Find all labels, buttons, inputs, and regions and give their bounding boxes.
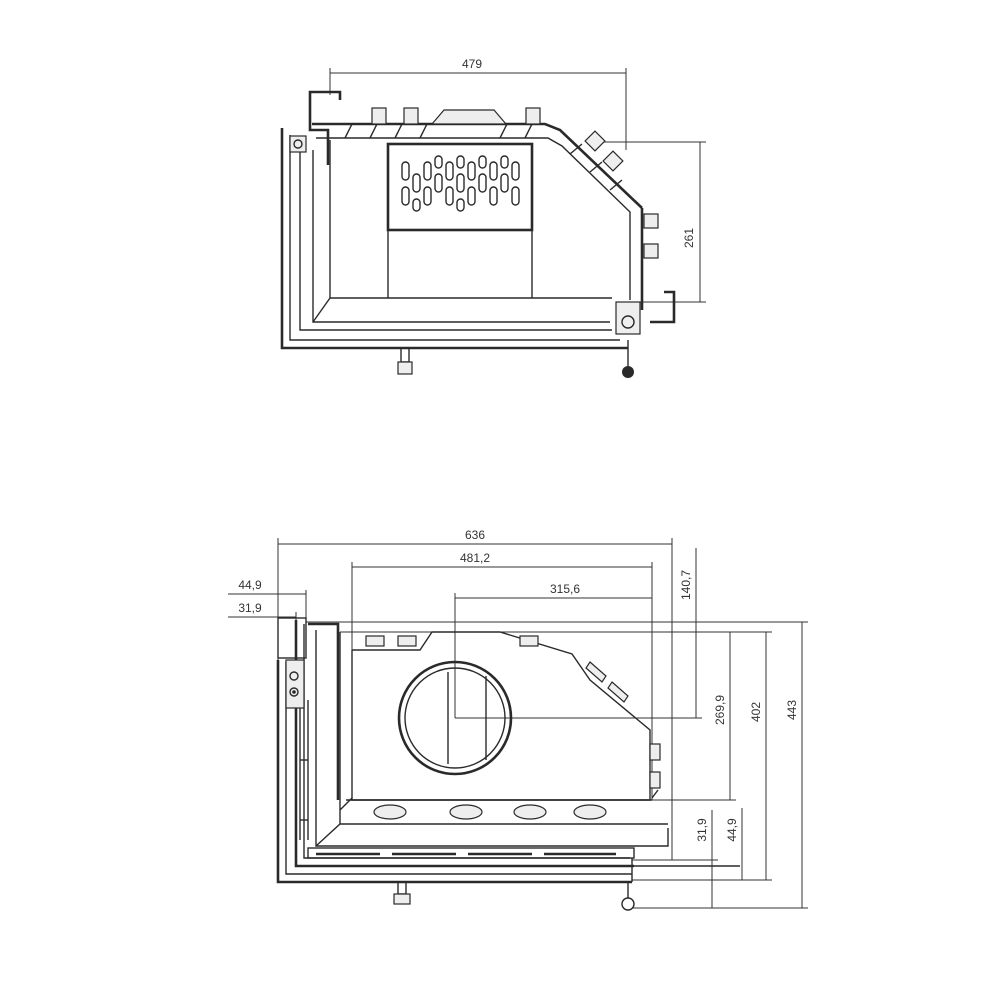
top-nub [525, 107, 541, 125]
dim-label-140-7: 140,7 [679, 570, 693, 600]
dimension-479: 479 [329, 57, 627, 150]
chamber-nub [365, 635, 385, 647]
front-view-body [276, 617, 740, 911]
chamber-nub [607, 681, 629, 703]
door-latch [285, 659, 305, 709]
dim-label-261: 261 [682, 228, 696, 248]
dimension-left-31-9: 31,9 [228, 601, 297, 626]
top-nub [371, 107, 387, 125]
grate-panel [386, 142, 534, 232]
dimension-315-6: 315,6 [454, 582, 652, 718]
dim-label-bottom-31-9: 31,9 [695, 818, 709, 842]
dim-label-443: 443 [785, 700, 799, 720]
dimension-bottom-44-9: 44,9 [632, 808, 772, 881]
side-nub [643, 243, 659, 259]
dimension-481-2: 481,2 [351, 551, 653, 800]
dimension-636: 636 [277, 528, 673, 860]
dim-label-315-6: 315,6 [550, 582, 580, 596]
air-inlets [373, 804, 607, 820]
right-hook [615, 290, 676, 335]
side-nub [602, 150, 624, 172]
chamber-nub [397, 635, 417, 647]
dim-label-402: 402 [749, 702, 763, 722]
dim-label-269-9: 269,9 [713, 695, 727, 725]
front-handle-left [393, 881, 411, 905]
bottom-handle-left [397, 347, 413, 375]
dim-label-636: 636 [465, 528, 485, 542]
top-band-hatch [344, 123, 623, 191]
bottom-handle-right [622, 340, 634, 378]
top-nub [403, 107, 419, 125]
dimension-bottom-31-9: 31,9 [632, 810, 718, 908]
top-view-body [280, 90, 676, 378]
side-nub [584, 130, 606, 152]
chamber-nub [585, 661, 607, 683]
dimension-402: 402 [749, 632, 767, 880]
dimension-140-7: 140,7 [455, 548, 702, 719]
dim-label-bottom-44-9: 44,9 [725, 818, 739, 842]
chamber-nub [649, 743, 661, 761]
left-hook [289, 90, 342, 165]
dimension-443: 443 [306, 621, 808, 909]
front-view: 636 481,2 315,6 44,9 31,9 [228, 528, 808, 911]
dim-label-479: 479 [462, 57, 482, 71]
dim-label-481-2: 481,2 [460, 551, 490, 565]
front-handle-right [621, 882, 635, 911]
chamber-nub [519, 635, 539, 647]
dim-label-left-31-9: 31,9 [238, 601, 262, 615]
top-view: 479 261 [280, 57, 706, 378]
grate-slots [401, 155, 520, 212]
dimension-269-9: 269,9 [652, 632, 736, 801]
dim-label-left-44-9: 44,9 [238, 578, 262, 592]
flue-outlet [397, 660, 513, 776]
side-nub [643, 213, 659, 229]
chamber-nub [649, 771, 661, 789]
